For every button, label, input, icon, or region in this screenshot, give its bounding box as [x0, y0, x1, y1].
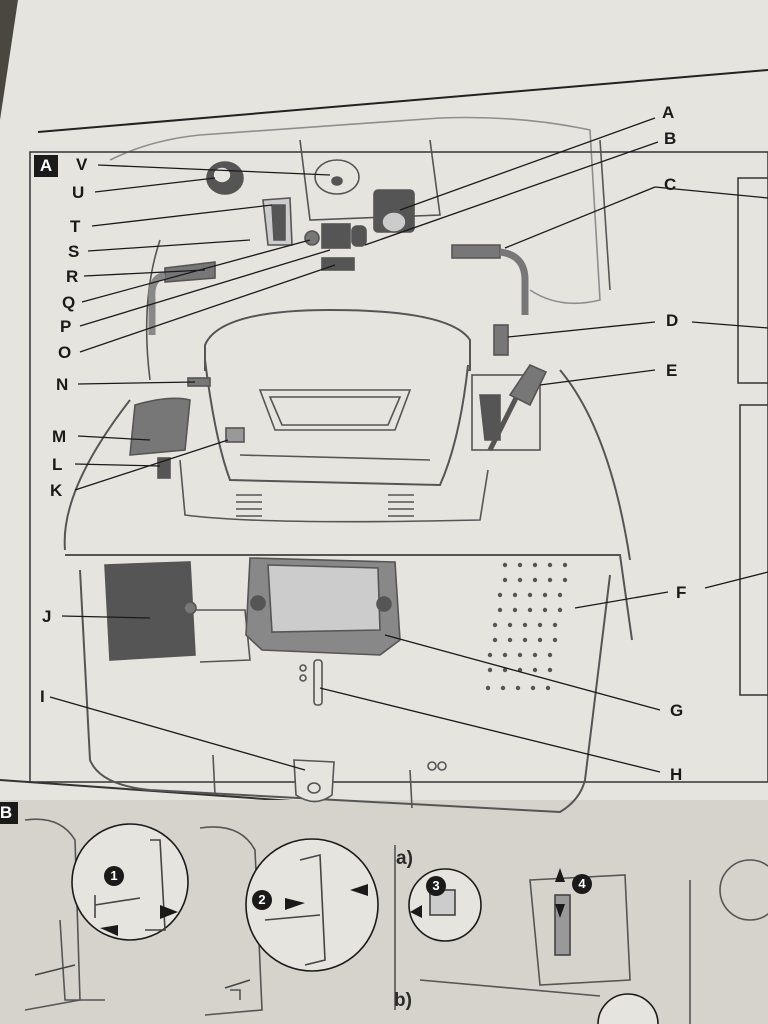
callout-label: B [664, 129, 677, 148]
callout-label: N [56, 375, 69, 394]
callout-label: H [670, 765, 683, 784]
section-b-badge: B [0, 802, 18, 824]
callout-label: Q [62, 293, 76, 312]
step-number: 2 [252, 890, 272, 910]
callout-label: E [666, 361, 678, 380]
callout-label: G [670, 701, 684, 720]
callout-label: D [666, 311, 679, 330]
step-number: 1 [104, 866, 124, 886]
section-a-badge: A [34, 155, 58, 177]
callout-label: P [60, 317, 72, 336]
callout-label: A [662, 103, 675, 122]
callout-label: R [66, 267, 79, 286]
step-number: 3 [426, 876, 446, 896]
sub-label-a: a) [396, 848, 413, 869]
callout-label: L [52, 455, 63, 474]
callout-label: M [52, 427, 67, 446]
callout-label: F [676, 583, 687, 602]
sub-label-b: b) [394, 990, 412, 1011]
callout-label: I [40, 687, 45, 706]
callout-label: S [68, 242, 80, 261]
callout-label: T [70, 217, 81, 236]
callout-label: O [58, 343, 72, 362]
callout-label: V [76, 155, 88, 174]
step-number: 4 [572, 874, 592, 894]
callout-label: C [664, 175, 677, 194]
callout-label: K [50, 481, 63, 500]
callout-label: J [42, 607, 52, 626]
callout-label: U [72, 183, 85, 202]
